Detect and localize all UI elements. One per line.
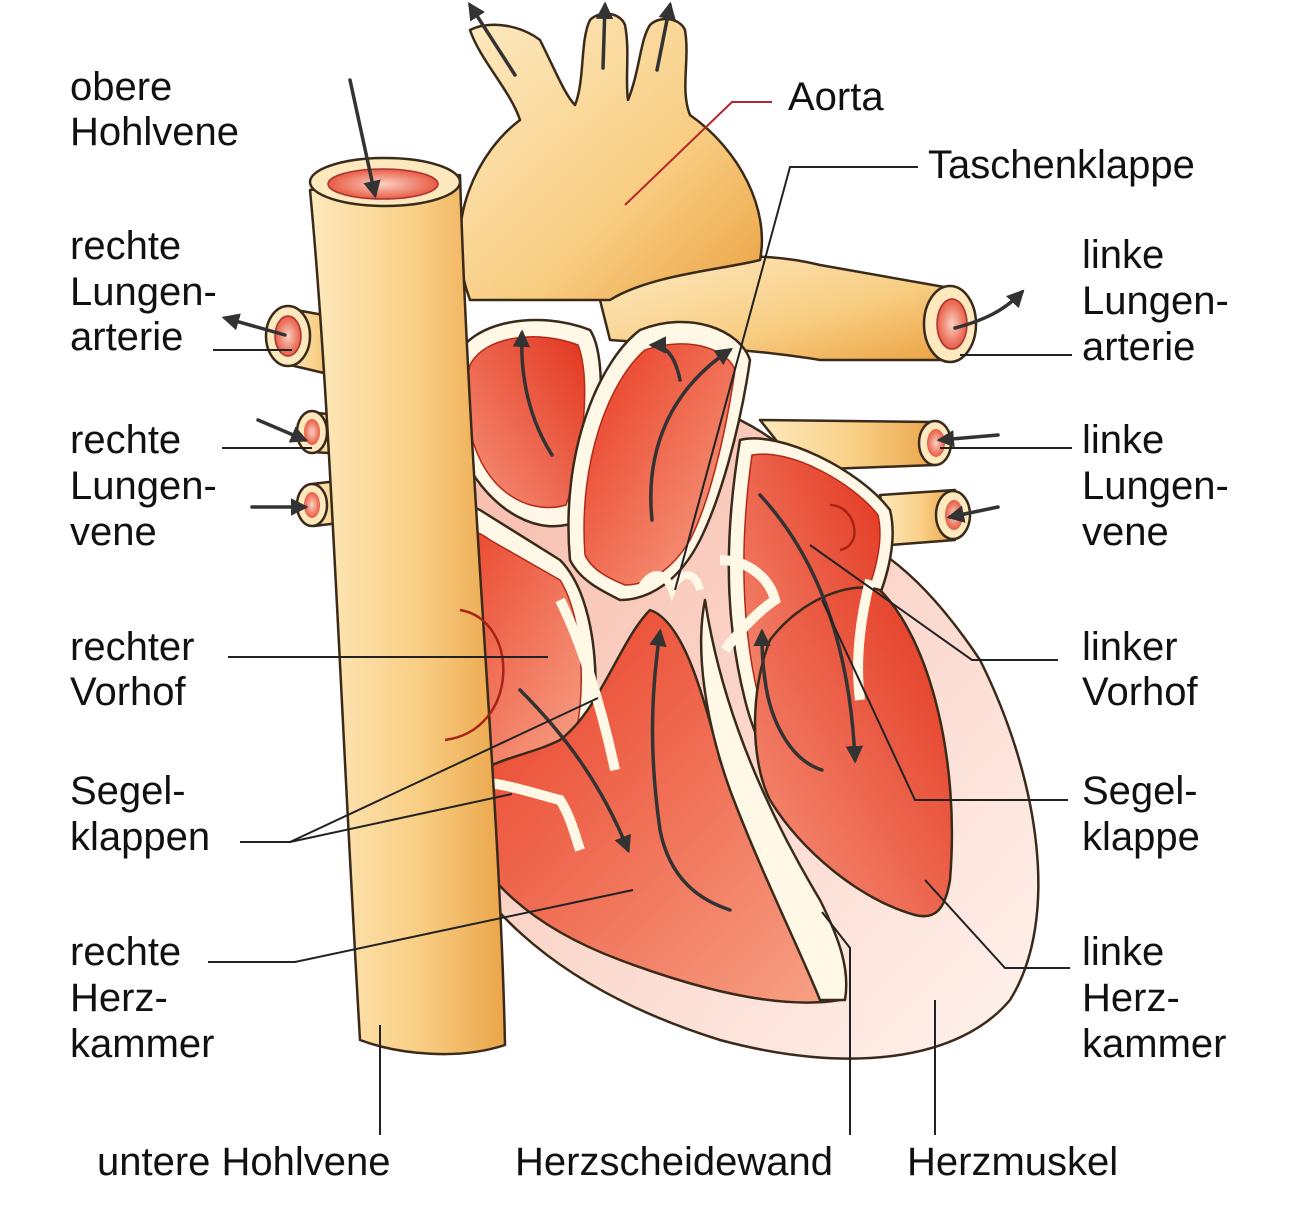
label-linke-lungenarterie: linke Lungen- arterie [1082,233,1240,369]
flow-arrow-rv-down [518,688,631,854]
labels: obere Hohlvene Aorta Taschenklappe recht… [70,65,1240,1184]
flow-arrow-lv-up [753,628,824,772]
flow-arrow-aorta-3 [655,1,676,72]
obere-hohlvene-vessel [308,156,507,1056]
aorta-vessel [458,12,764,302]
flow-arrow-superior [348,78,381,199]
leader-segelklappen-2 [289,793,513,843]
label-aorta: Aorta [788,75,884,119]
label-herzmuskel: Herzmuskel [907,1140,1118,1184]
flow-swirl-la [829,503,856,552]
label-linker-vorhof: linker Vorhof [1082,625,1199,714]
label-obere-hohlvene: obere Hohlvene [70,65,239,154]
leader-segelklappe [821,599,1068,801]
leader-rechte-herzkammer [208,889,634,963]
label-linke-lungenvene: linke Lungen- vene [1082,418,1240,554]
label-herzscheidewand: Herzscheidewand [515,1140,833,1184]
pulmonary-trunk-chamber [567,320,752,602]
flow-arrow-aorta-1 [468,2,517,77]
flow-arrow-rpv-1 [256,418,309,443]
flow-swirl-ra [444,608,505,742]
blood-flow-arrows [221,1,1025,912]
leader-herzscheidewand [821,911,851,1135]
label-segelklappen: Segel- klappen [70,769,210,859]
label-rechte-lungenarterie: rechte Lungen- arterie [70,224,228,359]
flow-arrow-trunk [649,348,733,522]
leader-aorta [624,101,772,206]
taschenklappe-valve [636,571,704,602]
label-rechte-lungenvene: rechte Lungen- vene [70,418,228,554]
flow-arrow-ra-top [512,329,554,457]
flow-arrow-lpv-1 [936,430,1000,448]
flow-arrow-rpa [221,313,287,337]
label-untere-hohlvene: untere Hohlvene [97,1140,391,1184]
label-linke-herzkammer: linke Herz- kammer [1082,930,1226,1066]
flow-arrow-lpv-2 [946,505,1000,523]
leader-taschenklappe [674,166,918,591]
leader-linker-vorhof [809,544,1058,661]
label-rechter-vorhof: rechter Vorhof [70,625,206,714]
label-segelklappe: Segel- klappe [1082,769,1209,859]
flow-arrow-rv-up [649,628,732,912]
herzscheidewand-wall [699,598,848,1002]
leader-lines [208,101,1072,1135]
leader-linke-herzkammer [924,879,1070,969]
flow-arrow-lpa [953,289,1025,330]
flow-arrow-lv-down [758,493,864,764]
flow-arrow-trunk-small [648,336,682,382]
label-rechte-herzkammer: rechte Herz- kammer [70,930,214,1066]
flow-arrow-aorta-2 [595,1,614,70]
segelklappe-valve [719,555,875,701]
label-taschenklappe: Taschenklappe [928,143,1195,187]
right-atrium-upper [449,318,603,528]
